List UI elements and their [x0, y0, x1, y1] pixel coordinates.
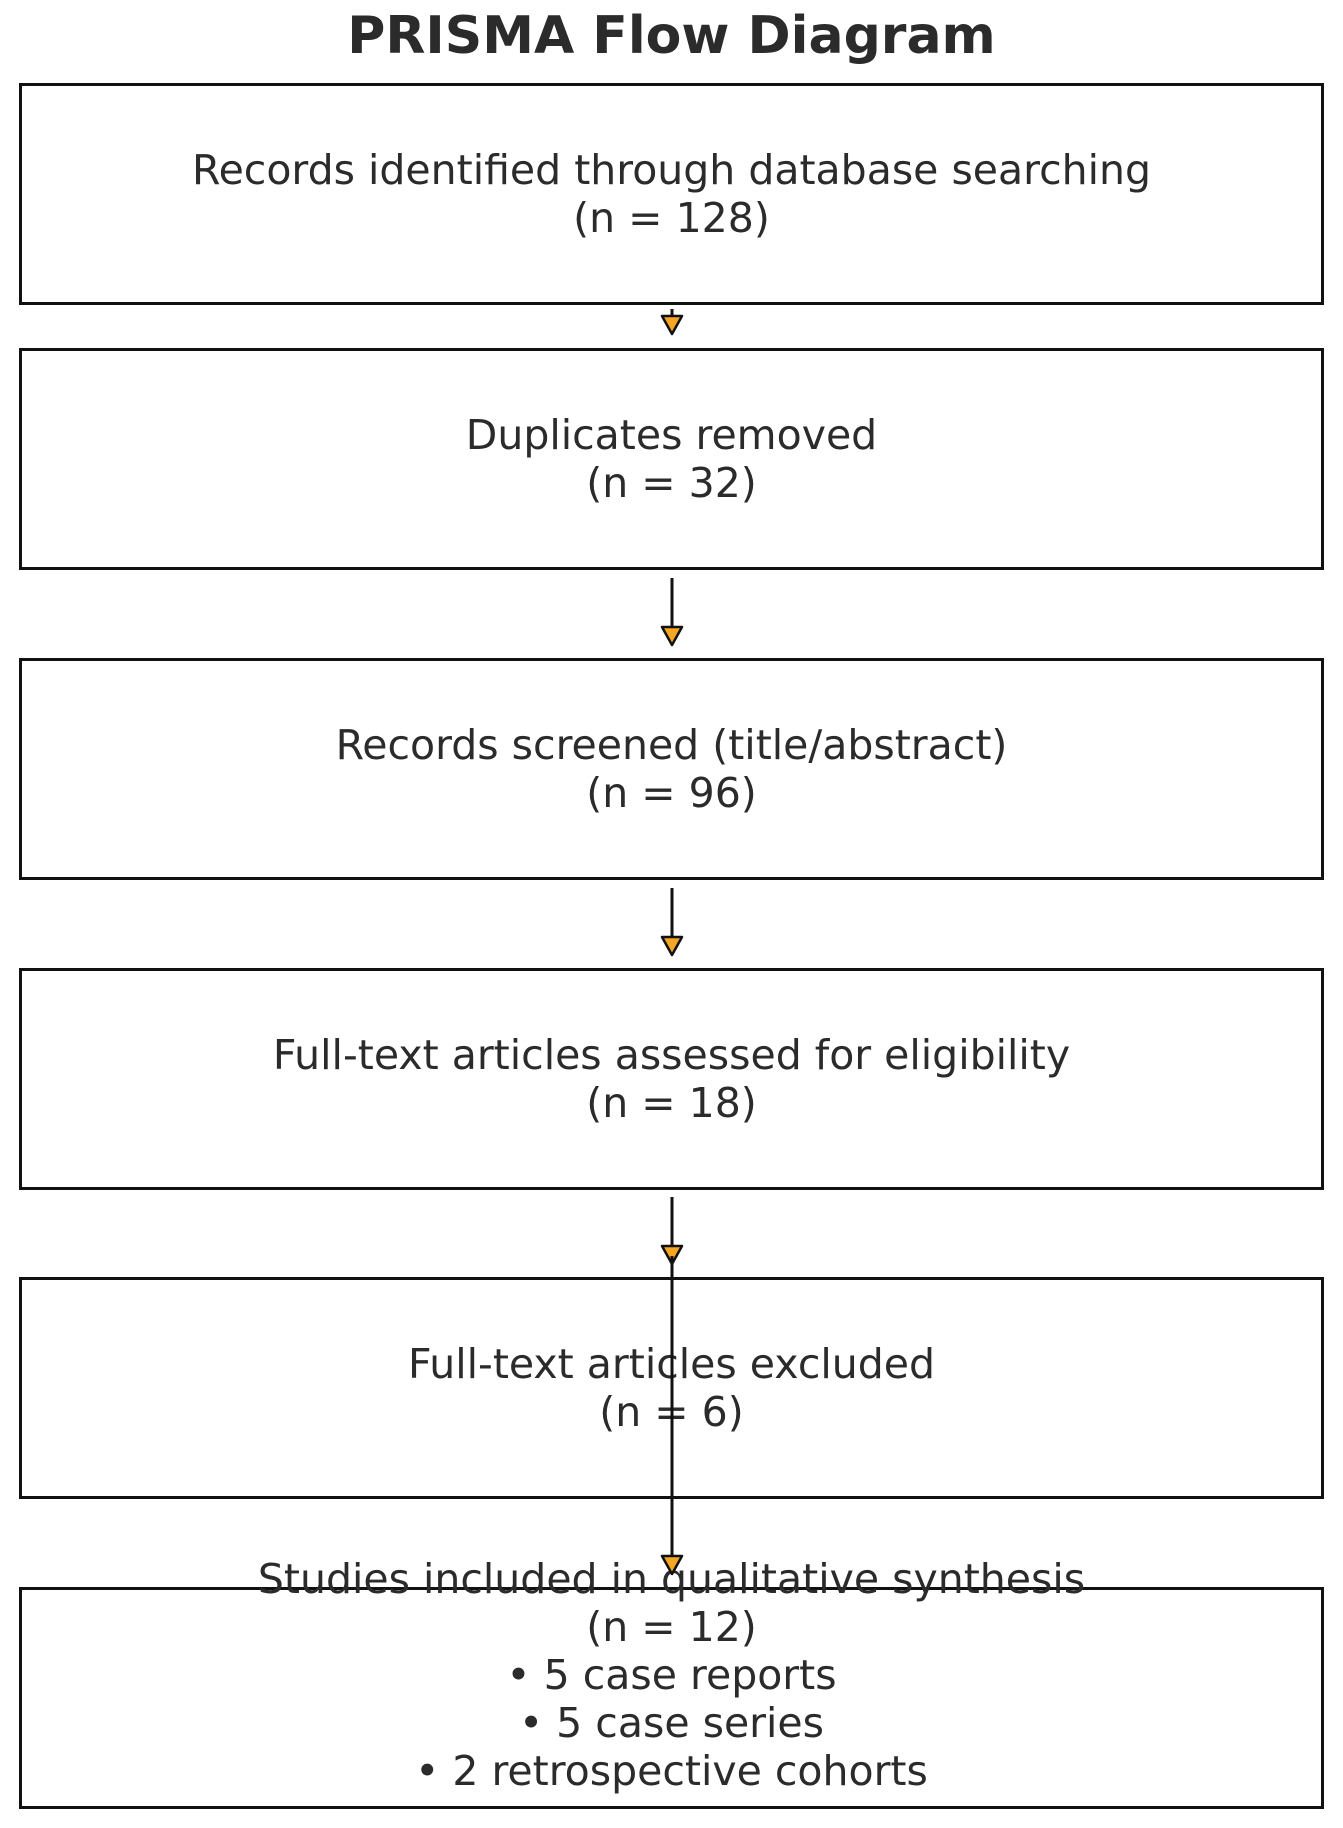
box-count: (n = 32) [586, 459, 757, 507]
box-count: (n = 96) [586, 769, 757, 817]
box-label: Full-text articles excluded [407, 1340, 936, 1388]
included-item-retrospective-cohorts: • 2 retrospective cohorts [415, 1747, 928, 1795]
box-duplicates-removed: Duplicates removed (n = 32) [19, 348, 1324, 570]
box-content: Studies included in qualitative synthesi… [258, 1555, 1085, 1795]
box-label: Studies included in qualitative synthesi… [257, 1555, 1086, 1603]
box-count: (n = 12) [586, 1603, 757, 1651]
box-full-text-excluded: Full-text articles excluded (n = 6) [19, 1277, 1324, 1499]
flow-arrow-4 [660, 1197, 684, 1266]
box-label: Records identified through database sear… [191, 146, 1152, 194]
box-count: (n = 6) [599, 1388, 744, 1436]
box-studies-included: Studies included in qualitative synthesi… [19, 1555, 1324, 1809]
box-label: Duplicates removed [465, 411, 878, 459]
box-full-text-assessed: Full-text articles assessed for eligibil… [19, 968, 1324, 1190]
box-records-screened: Records screened (title/abstract) (n = 9… [19, 658, 1324, 880]
flow-arrow-2 [660, 578, 684, 647]
included-item-case-reports: • 5 case reports [506, 1651, 837, 1699]
box-records-identified: Records identified through database sear… [19, 83, 1324, 305]
box-count: (n = 128) [573, 194, 770, 242]
box-label: Records screened (title/abstract) [335, 721, 1008, 769]
flow-arrow-1 [660, 309, 684, 336]
box-label: Full-text articles assessed for eligibil… [272, 1031, 1071, 1079]
box-count: (n = 18) [586, 1079, 757, 1127]
flow-arrow-3 [660, 888, 684, 957]
included-item-case-series: • 5 case series [518, 1699, 825, 1747]
diagram-title: PRISMA Flow Diagram [347, 6, 996, 66]
